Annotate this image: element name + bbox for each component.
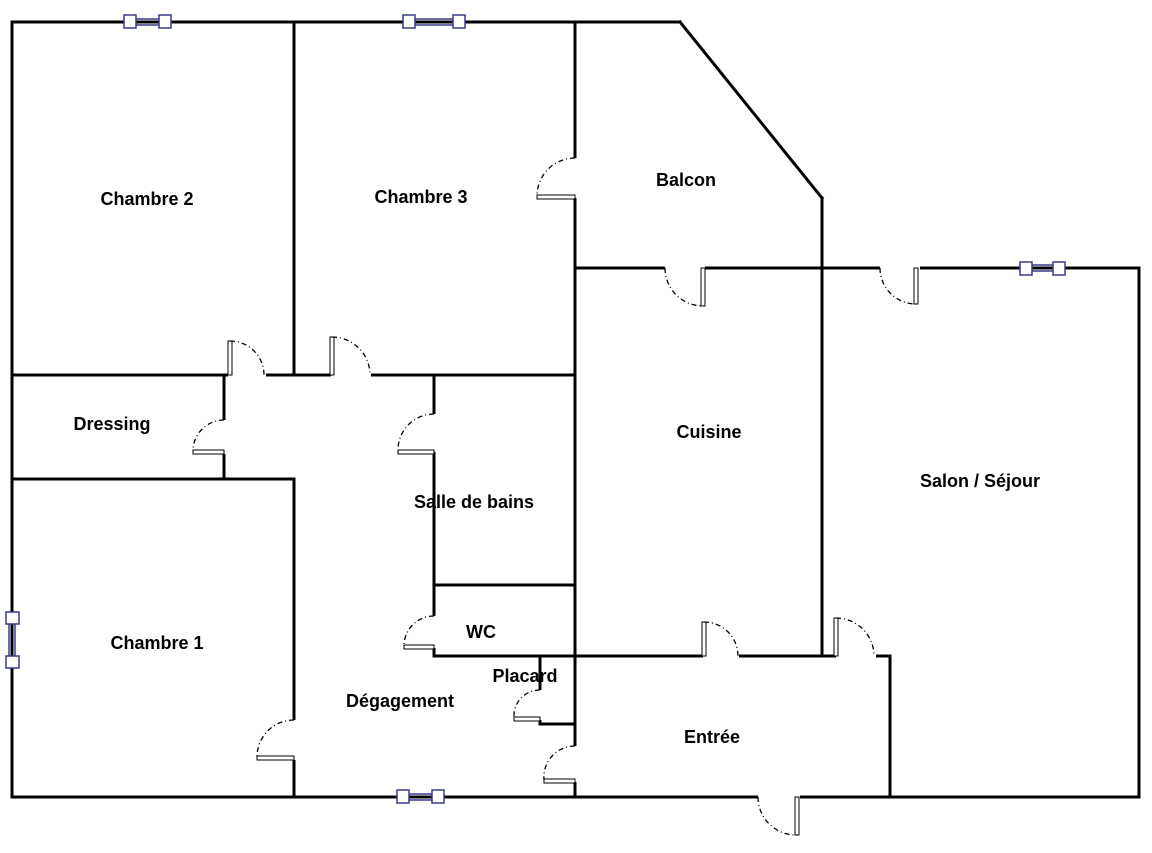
door-salon-top xyxy=(879,265,920,305)
door-dressing xyxy=(192,419,227,455)
label-balcon: Balcon xyxy=(656,170,716,190)
door-chambre-1 xyxy=(256,719,297,761)
window-salon xyxy=(1019,261,1066,276)
label-entree: Entrée xyxy=(684,727,740,747)
label-salle-de-bains: Salle de bains xyxy=(414,492,534,512)
door-wc xyxy=(403,615,437,650)
door-placard xyxy=(513,689,543,722)
wall-balcony-diagonal xyxy=(677,19,825,201)
door-chambre-3 xyxy=(329,336,371,378)
door-entree-degagement xyxy=(543,745,578,784)
label-placard: Placard xyxy=(492,666,557,686)
label-wc: WC xyxy=(466,622,496,642)
windows xyxy=(5,14,1066,804)
door-entree-main xyxy=(757,794,800,836)
label-degagement: Dégagement xyxy=(346,691,454,711)
window-chambre-2 xyxy=(123,14,172,29)
doors xyxy=(192,157,920,836)
label-salon-sejour: Salon / Séjour xyxy=(920,471,1040,491)
window-degagement xyxy=(396,789,445,804)
door-salon-bottom xyxy=(833,617,876,659)
window-chambre-1 xyxy=(5,611,20,669)
label-chambre-3: Chambre 3 xyxy=(374,187,467,207)
walls xyxy=(10,19,1141,799)
label-chambre-1: Chambre 1 xyxy=(110,633,203,653)
label-chambre-2: Chambre 2 xyxy=(100,189,193,209)
window-chambre-3 xyxy=(402,14,466,29)
door-chambre3-balcon xyxy=(536,157,578,200)
door-cuisine-top xyxy=(664,265,706,307)
door-salle-de-bains xyxy=(397,413,437,455)
label-cuisine: Cuisine xyxy=(676,422,741,442)
label-dressing: Dressing xyxy=(73,414,150,434)
door-chambre-2 xyxy=(227,340,266,378)
room-labels: Chambre 2 Chambre 3 Balcon Dressing Cuis… xyxy=(73,170,1040,747)
door-cuisine-bottom xyxy=(701,621,739,659)
